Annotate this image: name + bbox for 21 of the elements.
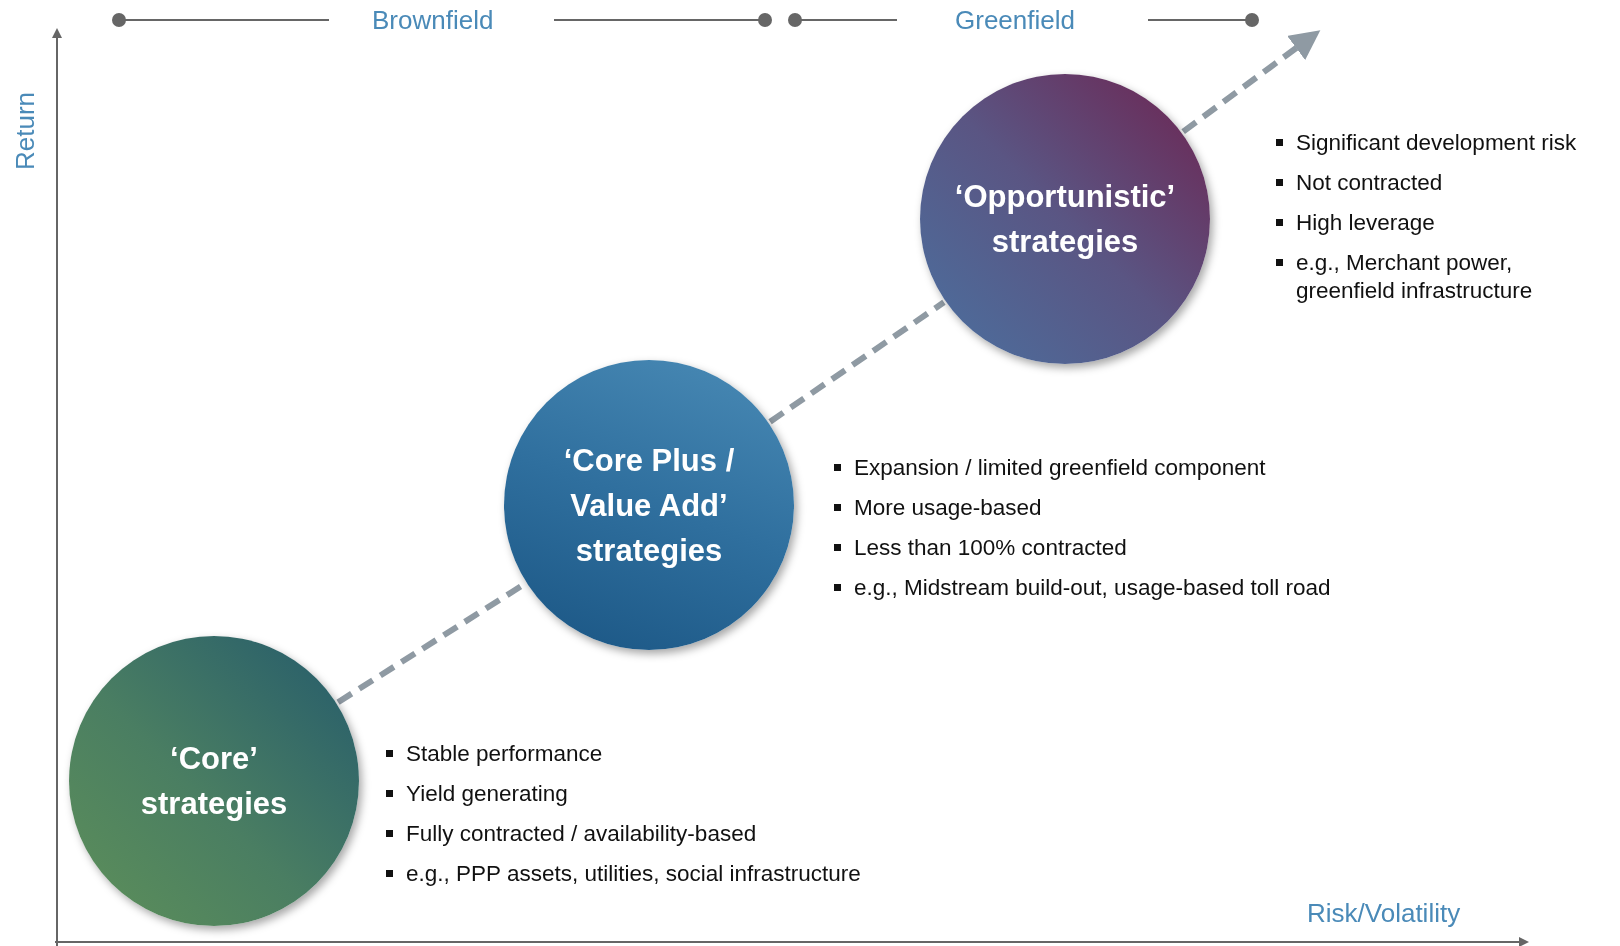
bullet-item: Not contracted [1274, 169, 1604, 197]
dashed-line [768, 299, 946, 425]
bullet-item: Stable performance [384, 740, 861, 768]
strategy-title: ‘Core Plus / Value Add’ strategies [562, 441, 736, 570]
axis-label: Return [10, 91, 41, 170]
strategy-title: ‘Opportunistic’ strategies [953, 178, 1177, 261]
bullet-item: e.g., PPP assets, utilities, social infrastructure [384, 860, 861, 888]
bullet-item: High leverage [1274, 209, 1604, 237]
axis-label: Risk/Volatility [1307, 898, 1461, 929]
bullet-item: More usage-based [832, 494, 1331, 522]
bullet-item: Fully contracted / availability-based [384, 820, 861, 848]
bullet-item: Expansion / limited greenfield component [832, 454, 1331, 482]
bullet-item: e.g., Midstream build-out, usage-based toll road [832, 574, 1331, 602]
bullet-item: e.g., Merchant power, greenfield infrastructure [1274, 249, 1604, 305]
strategy-title: ‘Core’ strategies [139, 740, 289, 823]
bullet-item: Significant development risk [1274, 129, 1604, 157]
bullet-item: Yield generating [384, 780, 861, 808]
dashed-arrow [1181, 30, 1321, 134]
range-label: Greenfield [955, 5, 1075, 36]
bullet-item: Less than 100% contracted [832, 534, 1331, 562]
range-label: Brownfield [372, 5, 494, 36]
